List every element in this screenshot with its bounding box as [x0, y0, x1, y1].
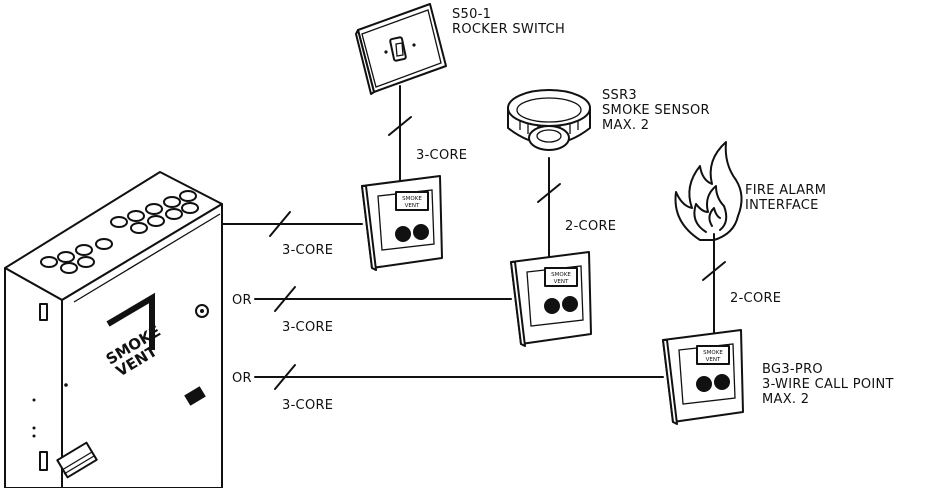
call-point-middle: SMOKE VENT [510, 251, 592, 347]
cp1-sign-line1: SMOKE [402, 196, 422, 202]
control-panel: SMOKE VENT [4, 171, 223, 488]
fire-alarm-label-line1: FIRE ALARM [745, 183, 826, 198]
cp2-sign-line1: SMOKE [551, 272, 571, 278]
call-point-top: SMOKE VENT [361, 175, 443, 271]
gland-holes [40, 190, 199, 274]
flame-icon [674, 141, 743, 241]
cp2-sign-line2: VENT [554, 279, 569, 285]
cable-label-panel-1: 3-CORE [282, 243, 333, 258]
cp3-sign-line1: SMOKE [703, 350, 723, 356]
or-label-2: OR [232, 371, 252, 386]
callpoint-label-max: MAX. 2 [762, 392, 809, 407]
smoke-sensor [507, 89, 591, 151]
cp3-sign-line2: VENT [706, 357, 721, 363]
call-point-bg3-pro: SMOKE VENT [662, 329, 744, 425]
or-label-1: OR [232, 293, 252, 308]
wires [221, 85, 726, 390]
rocker-switch [355, 3, 447, 95]
cable-label-panel-2: 3-CORE [282, 320, 333, 335]
callpoint-label-name: 3-WIRE CALL POINT [762, 377, 894, 392]
cable-label-panel-3: 3-CORE [282, 398, 333, 413]
fire-alarm-label-line2: INTERFACE [745, 198, 819, 213]
cable-label-fire: 2-CORE [730, 291, 781, 306]
callpoint-label-model: BG3-PRO [762, 362, 823, 377]
sensor-label-max: MAX. 2 [602, 118, 649, 133]
sensor-label-model: SSR3 [602, 88, 637, 103]
cable-label-sensor: 2-CORE [565, 219, 616, 234]
cp1-sign-line2: VENT [405, 203, 420, 209]
switch-label-name: ROCKER SWITCH [452, 22, 565, 37]
cable-label-switch: 3-CORE [416, 148, 467, 163]
sensor-label-name: SMOKE SENSOR [602, 103, 710, 118]
switch-label-model: S50-1 [452, 7, 491, 22]
